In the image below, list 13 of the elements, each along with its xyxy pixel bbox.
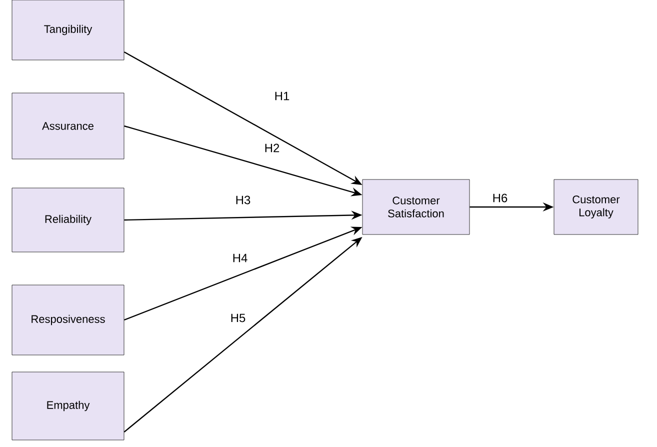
edge-label: H1 [275, 92, 290, 100]
construct-box: Reliability [12, 188, 124, 252]
construct-box: Assurance [12, 92, 124, 160]
edge-label: H2 [265, 144, 280, 152]
construct-box: Customer Satisfaction [362, 179, 470, 235]
construct-box: Empathy [12, 372, 124, 440]
construct-box: Customer Loyalty [554, 179, 638, 235]
edge-label: H5 [231, 314, 246, 322]
construct-box: Tangibility [12, 0, 124, 60]
edge-label: H3 [236, 196, 250, 204]
edge-label: H6 [493, 194, 508, 202]
edge-label: H4 [233, 254, 248, 262]
construct-box: Resposiveness [12, 284, 124, 356]
